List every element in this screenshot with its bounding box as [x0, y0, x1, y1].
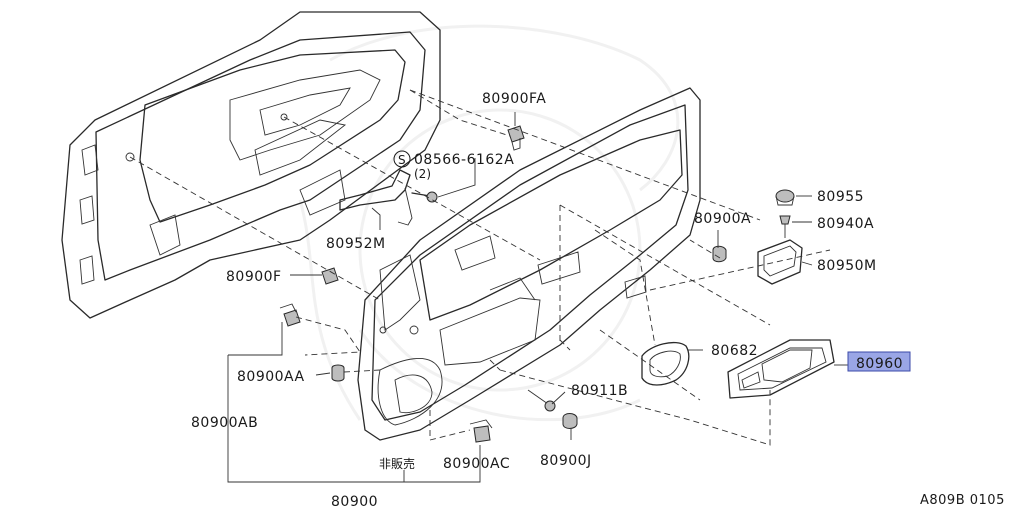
- screw-80911b: [527, 389, 556, 412]
- label-80955: 80955: [817, 189, 864, 205]
- label-80900a: 80900A: [694, 211, 751, 227]
- exploded-lines: [129, 89, 831, 446]
- clip-80900aa: [331, 364, 345, 382]
- label-80900f: 80900F: [226, 269, 282, 285]
- label-80900aa: 80900AA: [237, 369, 305, 385]
- label-80682: 80682: [711, 343, 758, 359]
- label-80960[interactable]: 80960: [856, 356, 903, 372]
- label-80940a: 80940A: [817, 216, 874, 232]
- label-80900j: 80900J: [540, 453, 592, 469]
- label-80952m: 80952M: [326, 236, 386, 252]
- clip-80900ab: [279, 303, 301, 327]
- label-08566-6162a: 08566-6162A: [414, 152, 514, 168]
- escutcheon-80682: [641, 341, 690, 386]
- clip-80900j: [562, 413, 578, 429]
- finisher-80950m: [757, 239, 803, 285]
- switch-finisher-80960: [727, 339, 835, 399]
- highlight-80960[interactable]: [847, 351, 911, 372]
- clip-80900a: [712, 245, 727, 263]
- label-not-for-sale: 非販売: [379, 456, 415, 471]
- clip-80900fa: [507, 125, 525, 151]
- leader-lines: [227, 112, 848, 483]
- label-08566-prefix: S: [398, 153, 406, 167]
- cap-80955: [775, 189, 795, 206]
- diagram-reference: A809B 0105: [920, 493, 1005, 508]
- label-80900: 80900: [331, 494, 378, 510]
- label-80950m: 80950M: [817, 258, 877, 274]
- screw-80940a: [779, 215, 791, 238]
- clip-80900f: [321, 267, 339, 285]
- door-trim-panel: [357, 87, 701, 441]
- watermark-emblem: [298, 24, 680, 422]
- label-80911b: 80911B: [571, 383, 628, 399]
- label-80900ab: 80900AB: [191, 415, 258, 431]
- bracket-80952m: [339, 169, 413, 226]
- label-80900fa: 80900FA: [482, 91, 546, 107]
- label-08566-qty: (2): [414, 167, 431, 181]
- clip-80900ac: [469, 419, 493, 443]
- s-mark-icon: [393, 150, 411, 168]
- label-80900ac: 80900AC: [443, 456, 510, 472]
- door-inner-frame: [61, 11, 441, 319]
